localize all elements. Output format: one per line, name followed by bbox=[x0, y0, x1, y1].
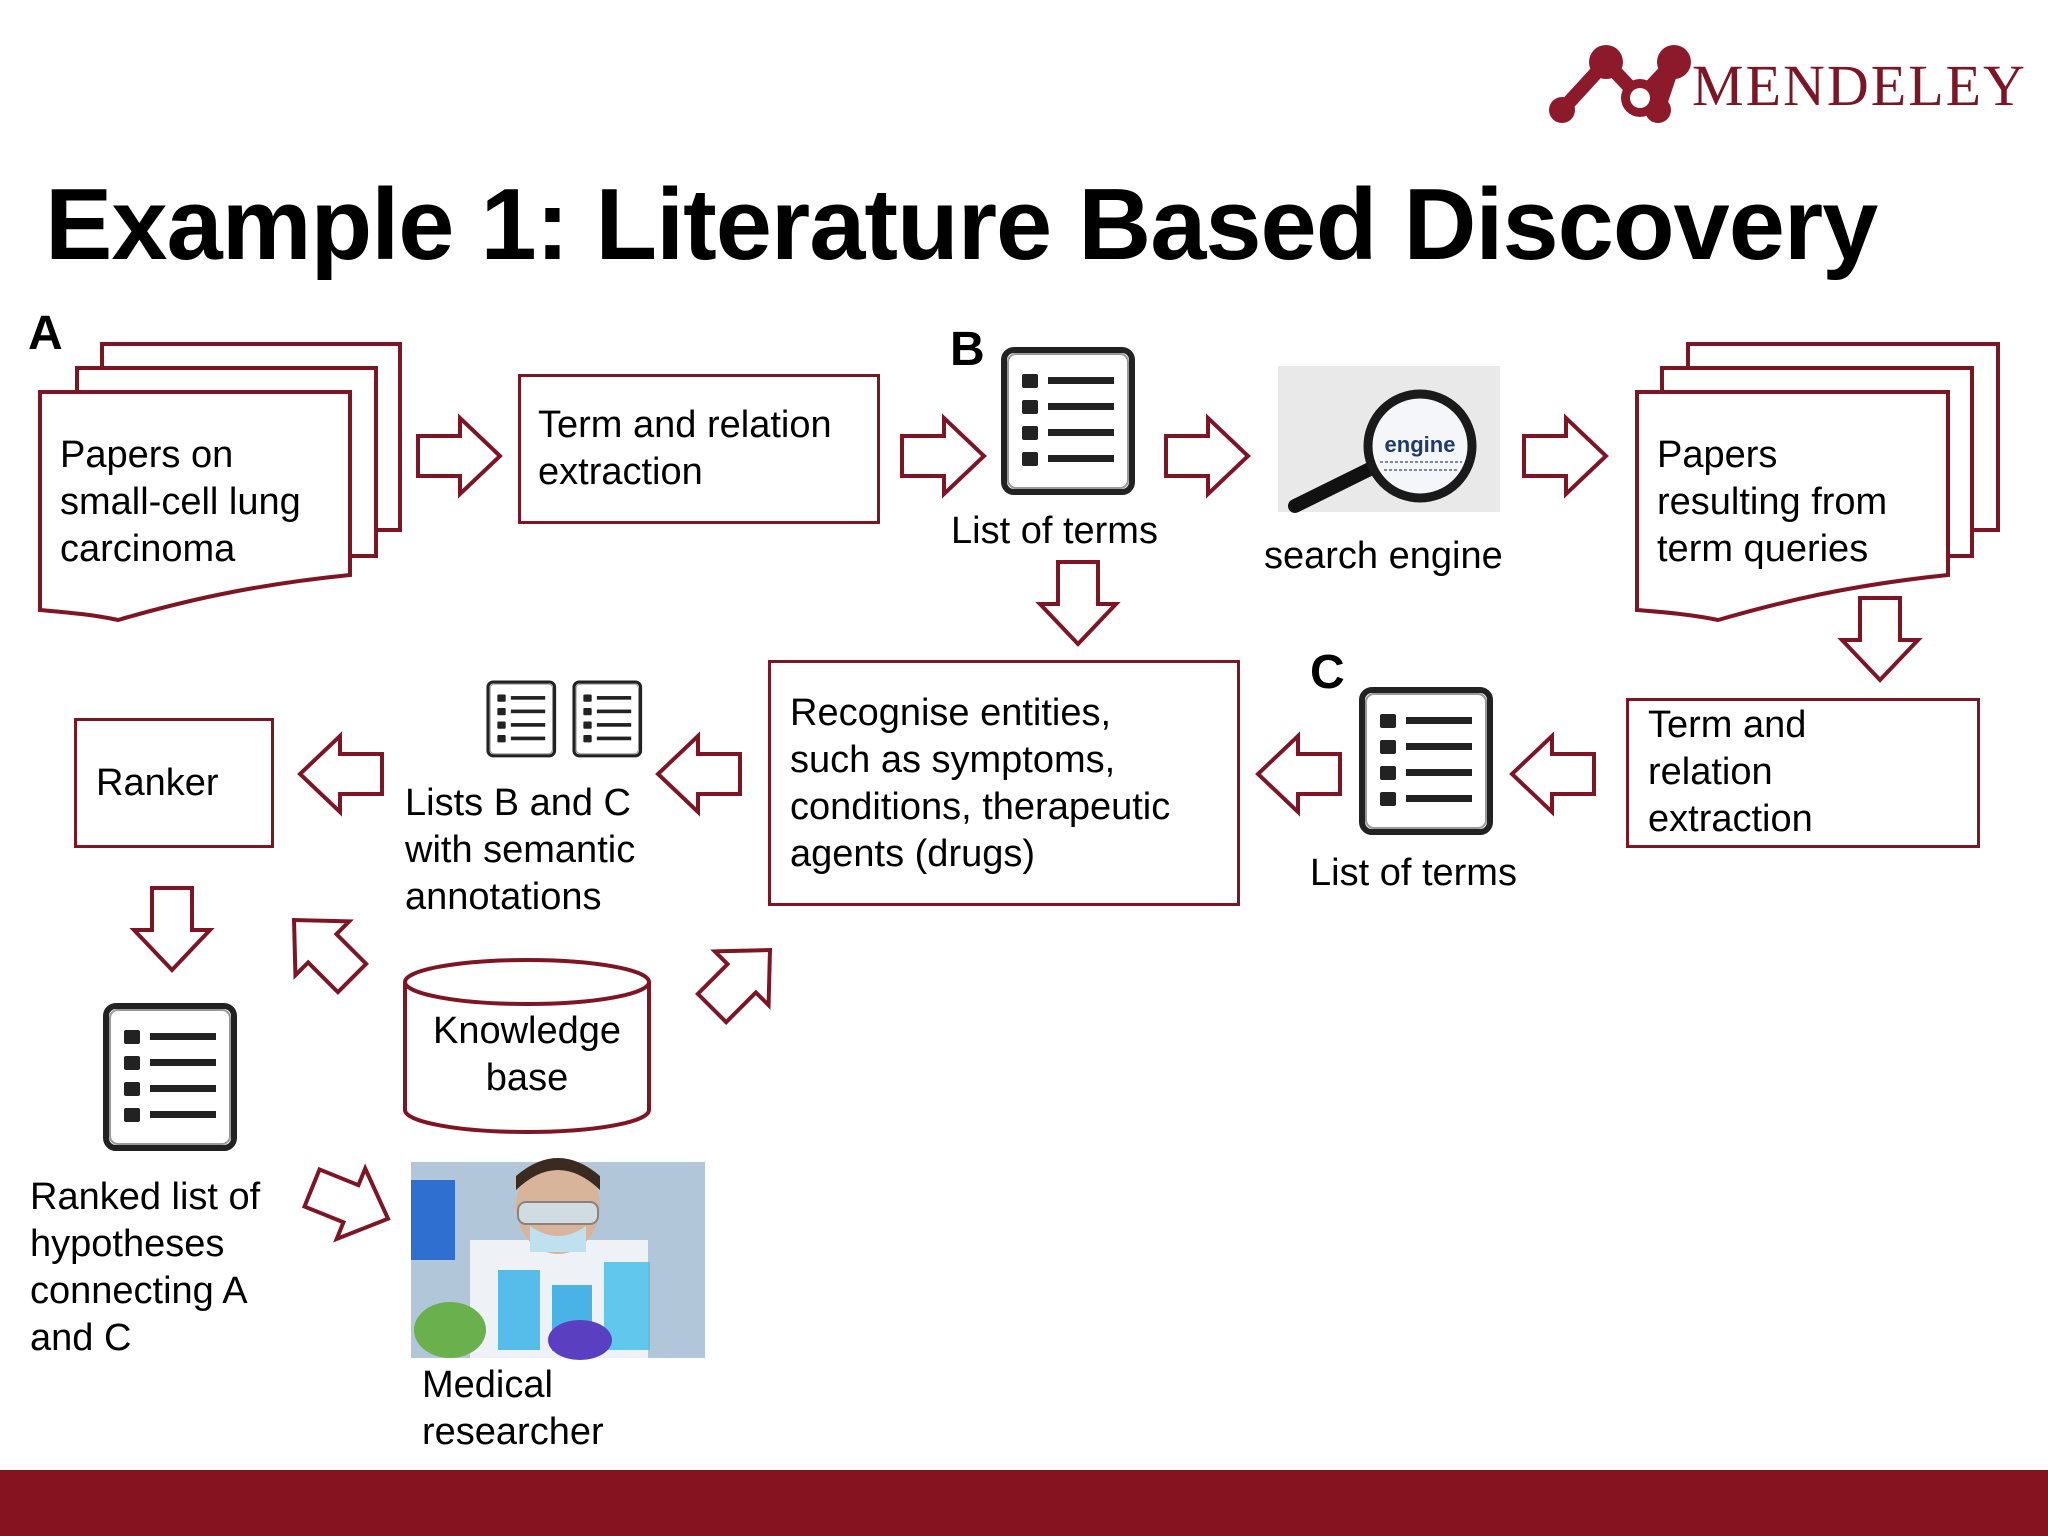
list-icon bbox=[1004, 350, 1132, 492]
extraction-2-text: Term and relation extraction bbox=[1648, 704, 1813, 840]
lists-bc-label: Lists B and C with semantic annotations bbox=[405, 782, 636, 918]
papers-results-text: Papers resulting from term queries bbox=[1657, 434, 1888, 570]
papers-stack-a bbox=[38, 342, 402, 623]
page-title: Example 1: Literature Based Discovery bbox=[45, 169, 1878, 281]
list-icon bbox=[572, 680, 643, 758]
ranker-box bbox=[74, 718, 274, 848]
label-a: A bbox=[28, 307, 63, 360]
label-b: B bbox=[950, 323, 985, 376]
recognise-box bbox=[768, 660, 1240, 906]
list-icon bbox=[486, 680, 557, 758]
magnifier-icon: engine bbox=[1278, 366, 1500, 513]
diagram-graphics: engine bbox=[38, 342, 2000, 1360]
papers-a-text: Papers on small-cell lung carcinoma bbox=[60, 434, 301, 570]
label-c: C bbox=[1310, 646, 1345, 699]
papers-stack-results bbox=[1635, 342, 2000, 623]
extraction-box-2 bbox=[1626, 698, 1980, 848]
ranker-text: Ranker bbox=[96, 762, 219, 804]
ranked-list-label: Ranked list of hypotheses connecting A a… bbox=[30, 1176, 261, 1359]
recognise-text: Recognise entities, such as symptoms, co… bbox=[790, 692, 1171, 875]
list-b-label: List of terms bbox=[951, 510, 1158, 552]
extraction-box-1 bbox=[518, 374, 880, 524]
footer-bar bbox=[0, 1470, 2048, 1536]
list-c-label: List of terms bbox=[1310, 852, 1517, 894]
search-engine-label: search engine bbox=[1264, 535, 1503, 577]
list-icon bbox=[1362, 690, 1490, 832]
list-icon bbox=[106, 1006, 234, 1148]
knowledge-base-text: Knowledge base bbox=[432, 1010, 622, 1099]
researcher-photo bbox=[411, 1158, 705, 1360]
knowledge-base-cylinder bbox=[403, 958, 651, 1134]
researcher-label: Medical researcher bbox=[422, 1364, 604, 1453]
mendeley-logo-icon bbox=[1549, 45, 1691, 123]
search-icon-word: engine bbox=[1385, 432, 1456, 457]
brand-name: MENDELEY bbox=[1692, 53, 2027, 118]
extraction-1-text: Term and relation extraction bbox=[538, 404, 832, 493]
